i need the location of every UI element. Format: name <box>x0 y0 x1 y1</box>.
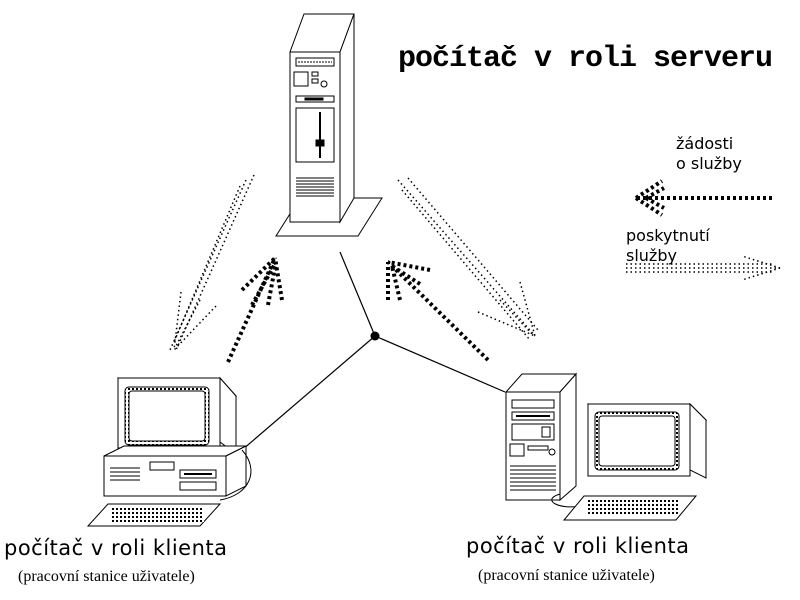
request-arrow-right <box>386 260 490 362</box>
provide-arrow-left <box>169 174 255 351</box>
server-computer <box>275 13 383 237</box>
client-left-title: počítač v roli klienta <box>4 536 228 560</box>
request-arrow-left <box>226 256 284 363</box>
link-server <box>339 251 376 337</box>
legend-provide-label: poskytnutí služby <box>626 226 710 266</box>
client-left-computer <box>86 376 252 527</box>
legend-provide-line2: služby <box>626 246 677 265</box>
link-client-left <box>241 335 376 451</box>
client-right-subtitle: (pracovní stanice uživatele) <box>478 567 655 584</box>
client-right-title: počítač v roli klienta <box>466 534 690 558</box>
network-hub-node <box>370 331 380 341</box>
desktop-left-top <box>103 445 247 457</box>
legend-provide-line1: poskytnutí <box>626 226 710 245</box>
client-right-computer <box>504 372 708 521</box>
legend-request-label: žádosti o služby <box>676 134 742 174</box>
link-client-right <box>374 335 506 393</box>
legend-request-line2: o služby <box>676 154 742 173</box>
legend-provide-arrow <box>626 255 781 281</box>
network-connections <box>241 251 506 451</box>
legend-request-line1: žádosti <box>676 134 734 153</box>
legend-request-arrow <box>634 179 772 217</box>
client-left-subtitle: (pracovní stanice uživatele) <box>18 568 195 585</box>
server-title: počítač v roli serveru <box>398 42 773 76</box>
provide-arrow-right <box>397 177 539 341</box>
monitor-left-side <box>219 376 237 455</box>
